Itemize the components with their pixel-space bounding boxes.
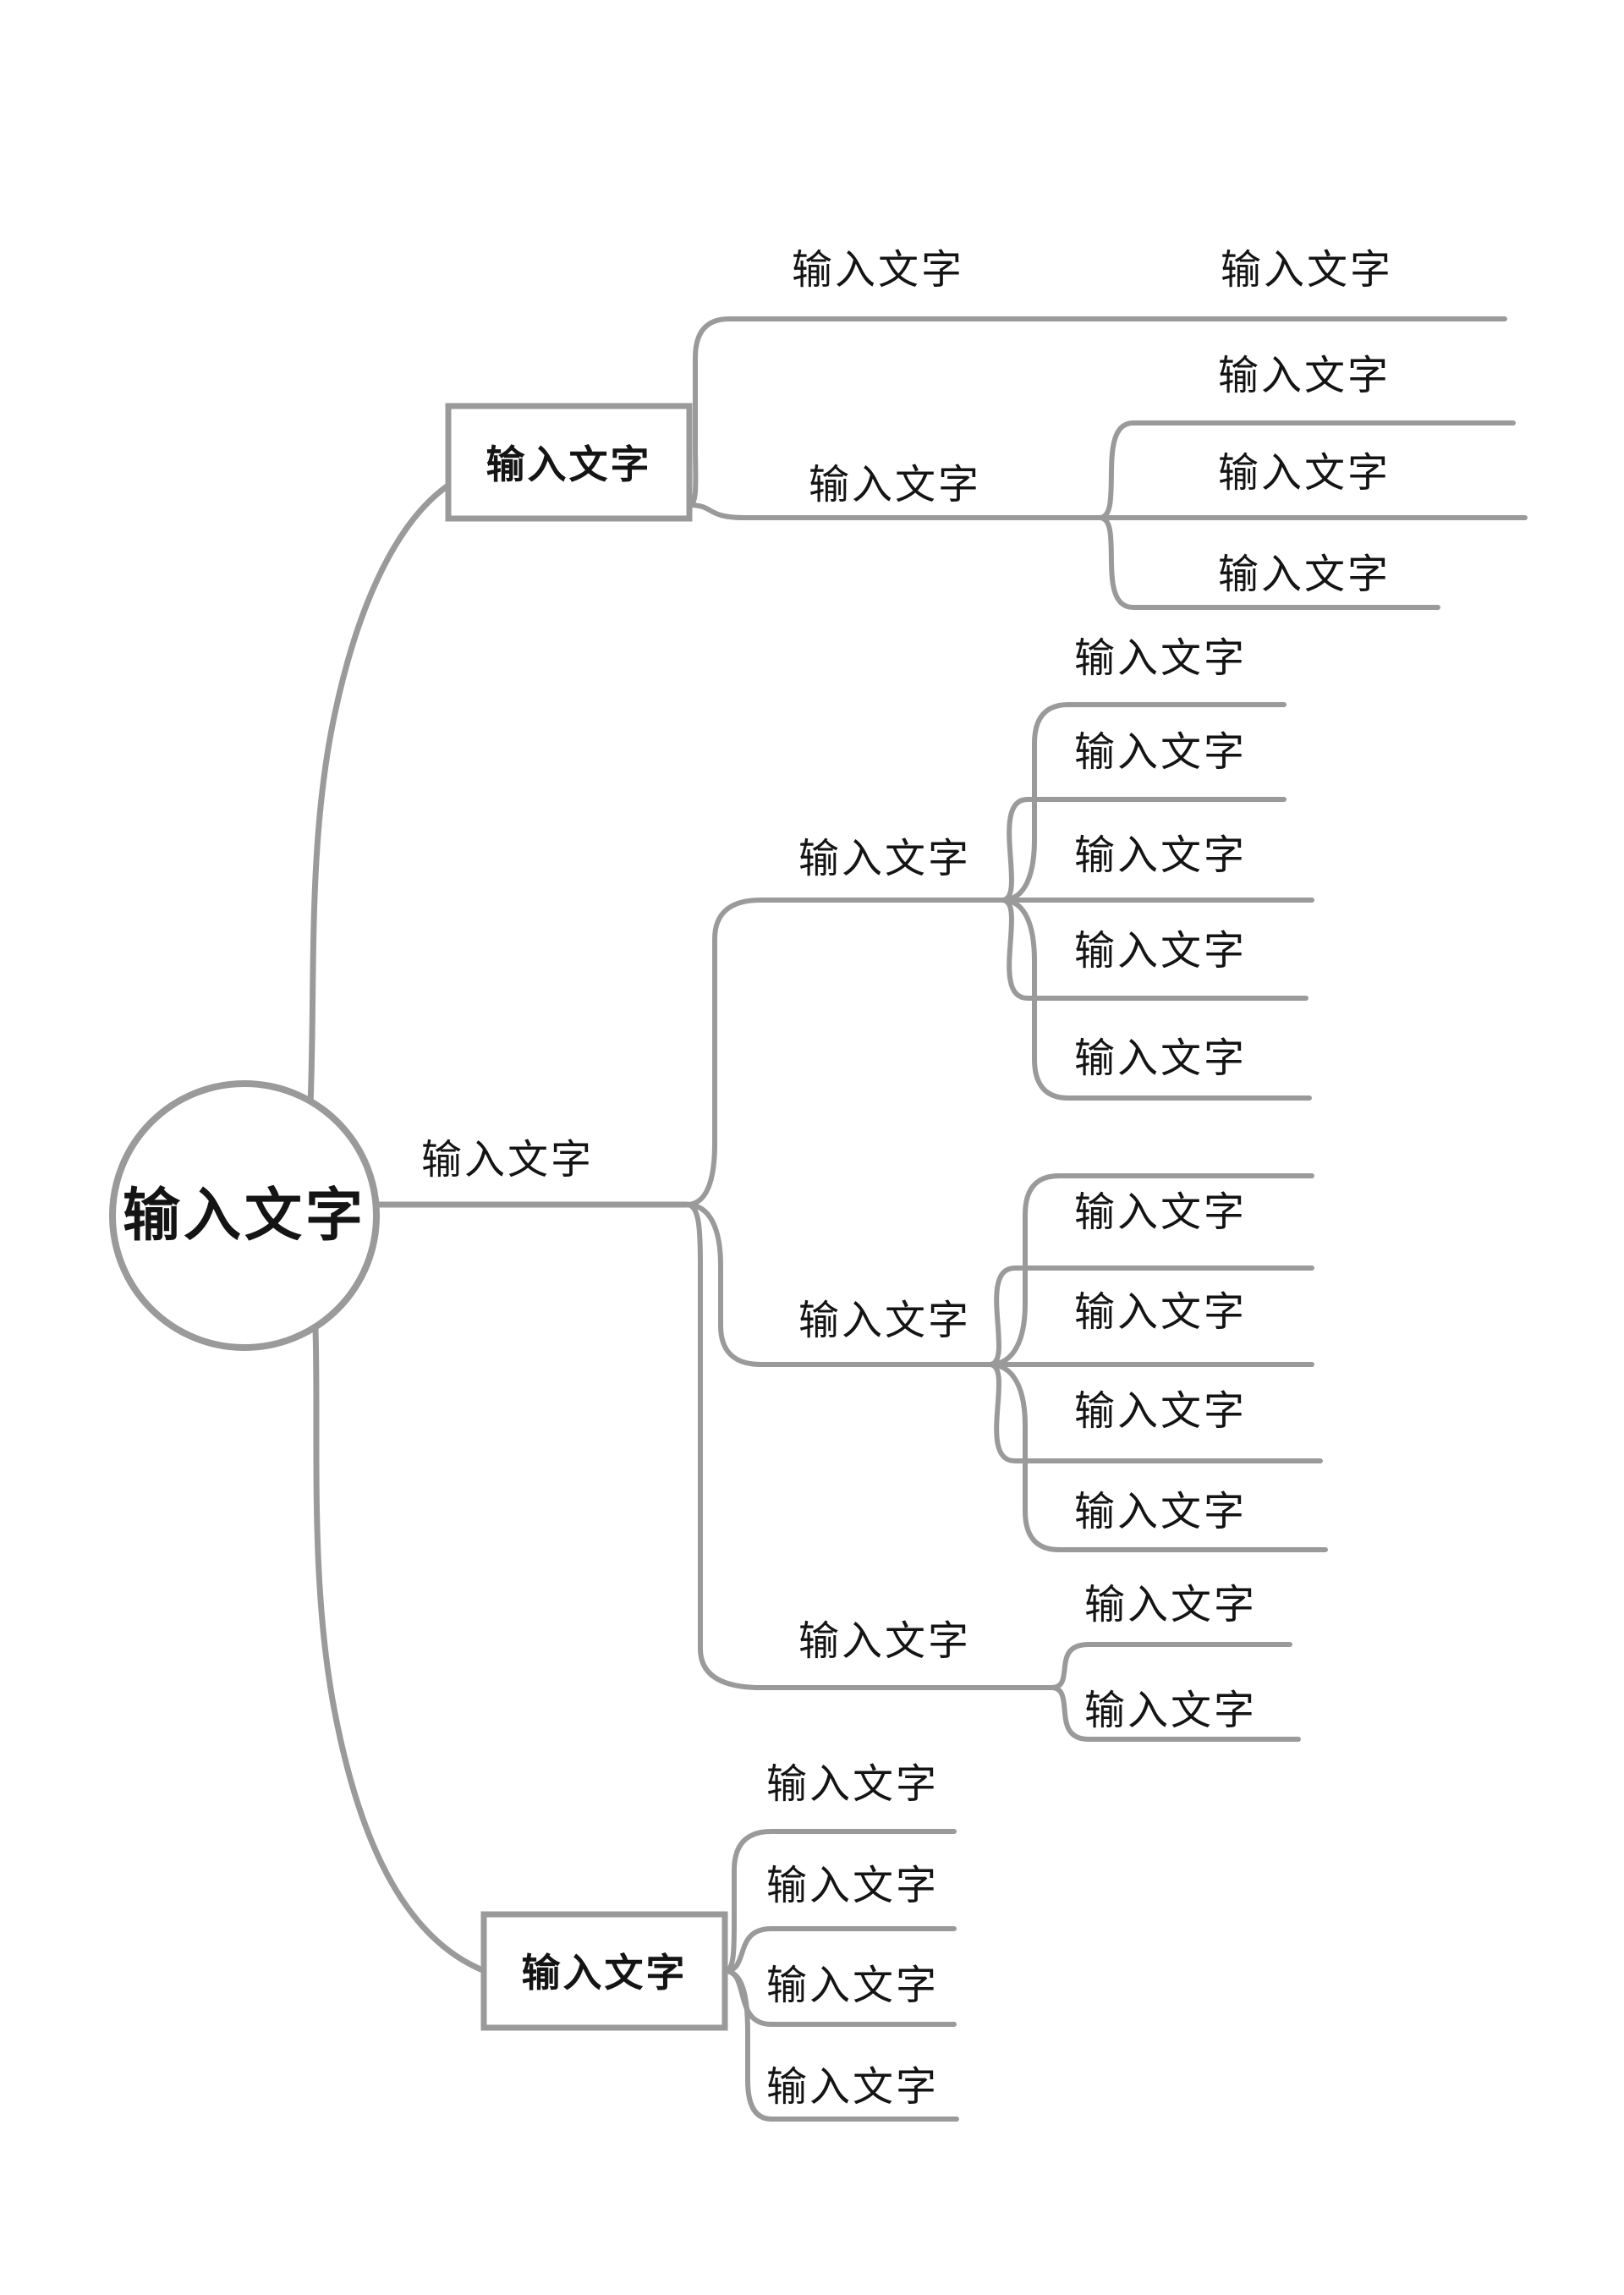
leaf-label[interactable]: 输入文字 — [765, 1762, 940, 1807]
branch-line — [722, 1926, 957, 1974]
branch-line — [722, 1829, 957, 1974]
branch-line — [687, 502, 1102, 520]
central-topic-circle[interactable] — [109, 1080, 380, 1351]
branch-line — [684, 898, 1005, 1207]
branch-label[interactable]: 输入文字 — [420, 1138, 595, 1183]
leaf-label[interactable]: 输入文字 — [1084, 1583, 1258, 1628]
leaf-label[interactable]: 输入文字 — [1084, 1688, 1258, 1733]
leaf-label[interactable]: 输入文字 — [1073, 833, 1248, 878]
branch-label[interactable]: 输入文字 — [798, 837, 972, 881]
branch-line — [987, 1173, 1314, 1367]
leaf-label[interactable]: 输入文字 — [765, 1864, 940, 1908]
leaf-label[interactable]: 输入文字 — [1217, 354, 1391, 398]
leaf-label[interactable]: 输入文字 — [1073, 1190, 1248, 1235]
branch-line — [1000, 797, 1287, 903]
topic-box[interactable] — [445, 403, 693, 522]
leaf-label[interactable]: 输入文字 — [1073, 730, 1248, 775]
branch-line — [684, 1202, 1054, 1690]
branch-line — [1049, 1642, 1292, 1690]
leaf-label[interactable]: 输入文字 — [1217, 552, 1391, 597]
leaf-label[interactable]: 输入文字 — [1073, 1290, 1248, 1335]
branch-line — [1097, 515, 1440, 610]
branch-line — [1000, 898, 1312, 1101]
central-topic-label[interactable]: 输入文字 — [122, 1183, 367, 1248]
root-connector — [307, 481, 453, 1107]
branch-label[interactable]: 输入文字 — [798, 1619, 972, 1664]
leaf-label[interactable]: 输入文字 — [765, 2065, 940, 2110]
branch-label[interactable]: 输入文字 — [808, 463, 982, 508]
root-connector — [312, 1325, 488, 1974]
branch-line — [684, 1202, 992, 1367]
branch-label[interactable]: 输入文字 — [791, 248, 965, 293]
leaf-label[interactable]: 输入文字 — [1073, 929, 1248, 974]
leaf-label[interactable]: 输入文字 — [1073, 1389, 1248, 1434]
branch-line — [687, 316, 1507, 508]
topic-box[interactable] — [480, 1911, 728, 2031]
leaf-label[interactable]: 输入文字 — [1217, 451, 1391, 496]
branch-line — [1000, 898, 1309, 1001]
topic-box-label[interactable]: 输入文字 — [486, 442, 652, 486]
branch-line — [1000, 702, 1287, 903]
branch-line — [1097, 420, 1516, 520]
branch-line — [987, 1362, 1328, 1552]
leaf-label[interactable]: 输入文字 — [1073, 1490, 1248, 1535]
branch-line — [1049, 1685, 1301, 1742]
branch-label[interactable]: 输入文字 — [798, 1298, 972, 1343]
branch-line — [987, 1362, 1323, 1463]
branch-line — [722, 1968, 959, 2122]
leaf-label[interactable]: 输入文字 — [1220, 248, 1394, 293]
leaf-label[interactable]: 输入文字 — [1073, 1036, 1248, 1081]
topic-box-label[interactable]: 输入文字 — [521, 1952, 688, 1995]
branch-line — [987, 1266, 1314, 1367]
leaf-label[interactable]: 输入文字 — [765, 1963, 940, 2008]
leaf-label[interactable]: 输入文字 — [1073, 636, 1248, 681]
